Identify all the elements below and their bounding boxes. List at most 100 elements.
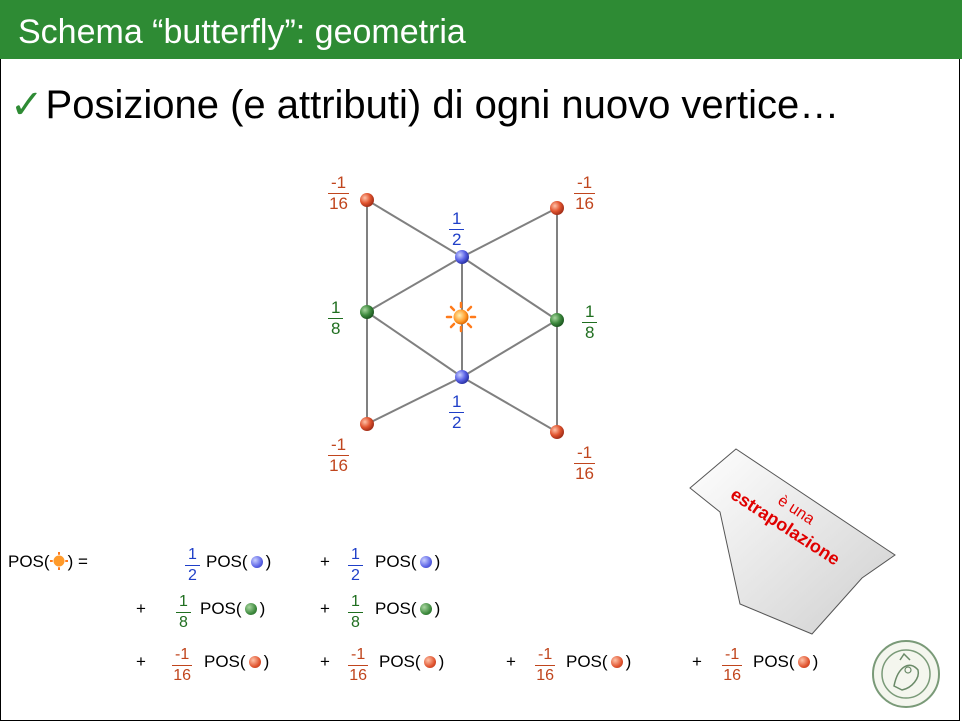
pos-close: ) [263, 652, 270, 671]
numerator: -1 [328, 436, 350, 456]
edge [366, 199, 463, 258]
numerator: -1 [535, 646, 556, 666]
term-green-2: POS() [375, 599, 440, 619]
weight-bottom-right: -1 16 [574, 444, 596, 483]
weight-top-right: -1 16 [574, 174, 596, 213]
edge [461, 256, 558, 321]
numerator: 1 [185, 546, 200, 566]
plus-sign: + [136, 652, 146, 671]
coef-sixteenth: -1 16 [535, 646, 556, 685]
term-green-1: POS() [200, 599, 265, 619]
term-red-3: POS() [566, 652, 631, 672]
pos-open: POS( [753, 652, 795, 671]
term-blue-2: POS() [375, 552, 440, 572]
plus-sign: + [320, 652, 330, 671]
plus-sign: + [320, 599, 330, 618]
numerator: 1 [449, 393, 465, 413]
pos-open: POS( [206, 552, 248, 571]
blue-vertex-icon [419, 556, 432, 568]
denominator: 16 [329, 456, 349, 475]
numerator: -1 [574, 174, 596, 194]
vertex-red [550, 201, 564, 215]
pos-close-equals: ) = [67, 552, 88, 571]
denominator: 2 [452, 413, 462, 432]
pos-close: ) [265, 552, 272, 571]
denominator: 2 [188, 567, 197, 584]
callout-arrow [689, 448, 896, 635]
red-vertex-icon [423, 656, 436, 668]
denominator: 16 [723, 667, 742, 684]
green-vertex-icon [419, 603, 432, 615]
vertex-red [360, 193, 374, 207]
checkmark-icon: ✓ [10, 83, 44, 127]
weight-top-center: 1 2 [449, 210, 465, 249]
numerator: 1 [449, 210, 465, 230]
numerator: -1 [328, 174, 350, 194]
numerator: 1 [348, 546, 363, 566]
bullet-text: Posizione (e attributi) di ogni nuovo ve… [45, 83, 840, 127]
mesh-vertices [360, 193, 564, 439]
pos-open: POS( [379, 652, 421, 671]
weight-bottom-center: 1 2 [449, 393, 465, 432]
pos-open: POS( [8, 552, 50, 571]
term-red-2: POS() [379, 652, 444, 672]
denominator: 16 [575, 464, 595, 483]
red-vertex-icon [610, 656, 623, 668]
pos-close: ) [434, 599, 441, 618]
coef-half: 1 2 [185, 546, 200, 585]
numerator: 1 [328, 299, 344, 319]
pos-open: POS( [204, 652, 246, 671]
plus-sign: + [136, 599, 146, 618]
numerator: -1 [172, 646, 193, 666]
vertex-blue [455, 370, 469, 384]
blue-vertex-icon [250, 556, 263, 568]
edge [461, 207, 558, 258]
edge [366, 376, 463, 425]
pos-open: POS( [375, 552, 417, 571]
pos-close: ) [625, 652, 632, 671]
denominator: 16 [173, 667, 192, 684]
denominator: 16 [536, 667, 555, 684]
plus-sign: + [692, 652, 702, 671]
numerator: -1 [722, 646, 743, 666]
university-seal-logo [872, 640, 940, 708]
edge [366, 311, 463, 378]
denominator: 16 [349, 667, 368, 684]
pos-close: ) [438, 652, 445, 671]
pos-close: ) [812, 652, 819, 671]
denominator: 8 [179, 614, 188, 631]
title-bar: Schema “butterfly”: geometria [0, 0, 962, 59]
red-vertex-icon [797, 656, 810, 668]
slide-title: Schema “butterfly”: geometria [18, 13, 466, 51]
edge [461, 376, 558, 433]
sun-icon [48, 551, 69, 571]
pos-open: POS( [200, 599, 242, 618]
term-red-1: POS() [204, 652, 269, 672]
denominator: 16 [575, 194, 595, 213]
new-vertex-sun-icon [445, 301, 477, 333]
edge [366, 256, 463, 313]
denominator: 2 [351, 567, 360, 584]
pos-close: ) [259, 599, 266, 618]
vertex-red [360, 417, 374, 431]
numerator: 1 [176, 593, 191, 613]
denominator: 16 [329, 194, 349, 213]
green-vertex-icon [244, 603, 257, 615]
denominator: 8 [351, 614, 360, 631]
plus-sign: + [320, 552, 330, 571]
denominator: 2 [452, 230, 462, 249]
denominator: 8 [331, 319, 341, 338]
pos-open: POS( [566, 652, 608, 671]
vertex-red [550, 425, 564, 439]
weight-mid-left: 1 8 [328, 299, 344, 338]
pos-open: POS( [375, 599, 417, 618]
numerator: -1 [574, 444, 596, 464]
coef-half: 1 2 [348, 546, 363, 585]
pos-close: ) [434, 552, 441, 571]
weight-bottom-left: -1 16 [328, 436, 350, 475]
weight-top-left: -1 16 [328, 174, 350, 213]
numerator: -1 [348, 646, 369, 666]
term-blue-1: POS() [206, 552, 271, 572]
coef-sixteenth: -1 16 [348, 646, 369, 685]
